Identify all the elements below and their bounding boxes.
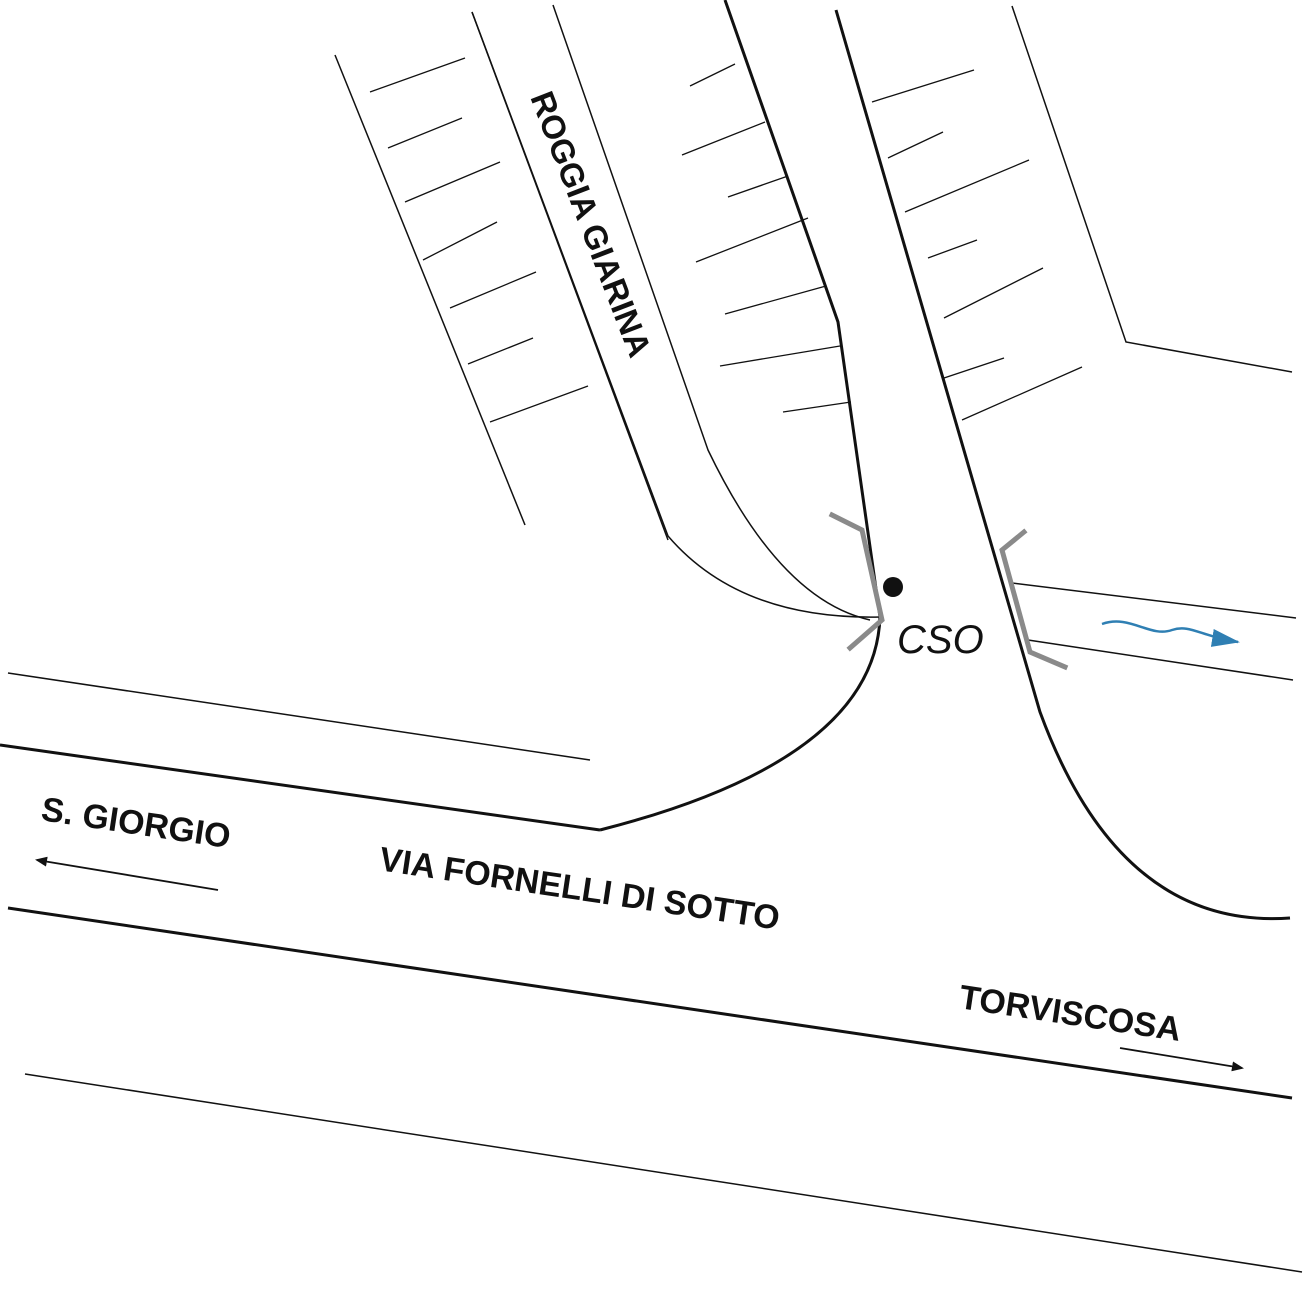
outfall-channel — [1011, 582, 1297, 681]
arrow-left-icon — [35, 856, 219, 891]
cso-point-icon — [883, 577, 903, 597]
hatch-lines-middle — [681, 63, 852, 413]
side-road — [599, 0, 1291, 921]
cso-label: CSO — [897, 618, 984, 662]
cso-gate-left — [828, 511, 885, 652]
s-giorgio-label: S. GIORGIO — [39, 790, 233, 856]
arrow-right-icon — [1119, 1047, 1244, 1072]
right-block — [871, 5, 1293, 421]
hatch-lines-right — [871, 69, 1083, 421]
roggia-giarina-canal — [471, 4, 881, 621]
road-label: VIA FORNELLI DI SOTTO — [377, 840, 782, 937]
canal-label: ROGGIA GIARINA — [523, 86, 658, 362]
wavy-flow-arrow-icon — [1101, 620, 1240, 647]
hatch-lines-left — [369, 57, 589, 423]
torviscosa-label: TORVISCOSA — [957, 978, 1184, 1049]
main-road — [0, 672, 1303, 1273]
cso-gate-right — [999, 528, 1069, 671]
